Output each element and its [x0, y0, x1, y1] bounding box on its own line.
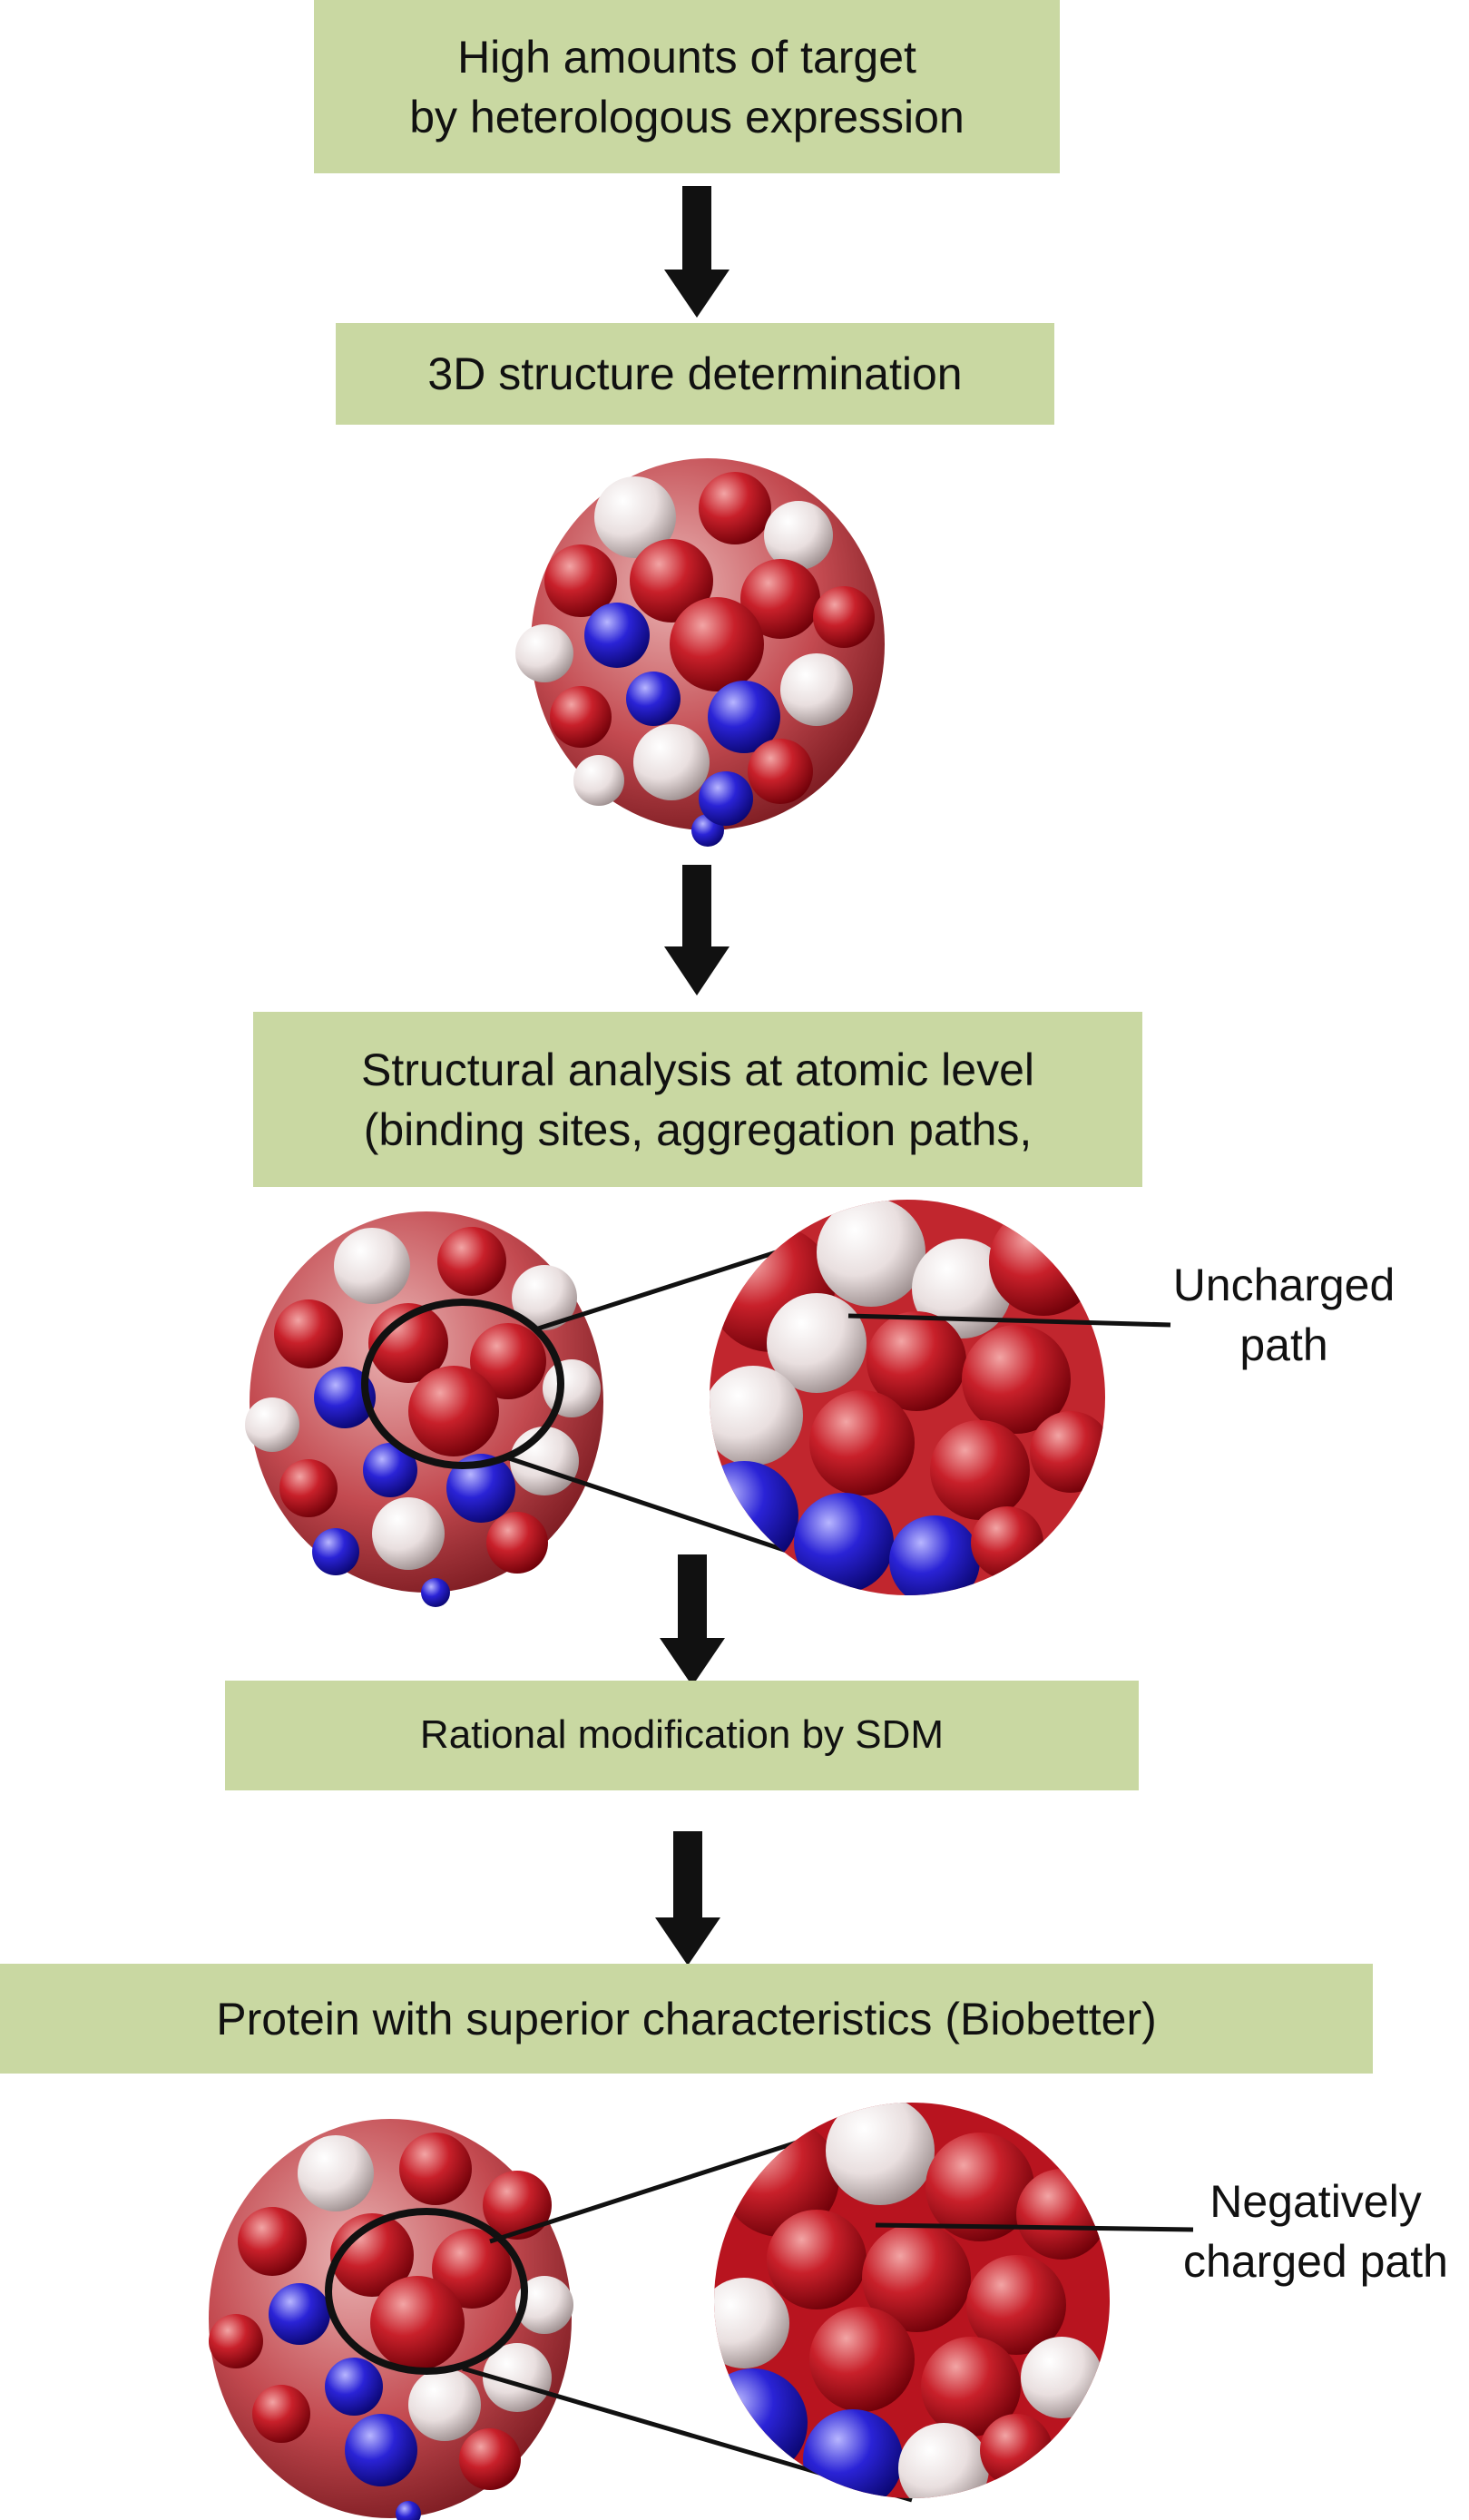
protein-surface-2 — [245, 1211, 603, 1607]
protein-surface-1 — [515, 458, 885, 847]
step-modification-label: Rational modification by SDM — [419, 1712, 945, 1758]
arrow-1 — [664, 186, 730, 318]
step-analysis-box: Structural analysis at atomic level (bin… — [253, 1012, 1142, 1187]
annotation-uncharged-line1: Uncharged — [1172, 1260, 1396, 1310]
pointer-negative — [875, 2222, 1194, 2232]
arrow-4 — [655, 1831, 720, 1966]
step-biobetter-label: Protein with superior characteristics (B… — [216, 1993, 1157, 2044]
step-analysis-line2: (binding sites, aggregation paths, — [363, 1103, 1033, 1155]
step-modification-box: Rational modification by SDM — [225, 1681, 1139, 1790]
annotation-negative-line2: charged path — [1183, 2236, 1448, 2287]
step-expression-line2: by heterologous expression — [409, 91, 965, 142]
step-structure-box: 3D structure determination — [336, 323, 1054, 425]
step-expression-box: High amounts of target by heterologous e… — [314, 0, 1060, 173]
pointer-uncharged — [847, 1313, 1171, 1328]
annotation-uncharged: Uncharged path — [1152, 1255, 1415, 1375]
step-biobetter-box: Protein with superior characteristics (B… — [0, 1964, 1373, 2074]
arrow-2 — [664, 865, 730, 995]
annotation-uncharged-line2: path — [1239, 1319, 1328, 1370]
arrow-3 — [660, 1554, 725, 1686]
annotation-negative: Negatively charged path — [1170, 2172, 1461, 2291]
zoom-view-negative — [714, 2103, 1110, 2498]
protein-surface-3 — [209, 2119, 573, 2520]
step-analysis-line1: Structural analysis at atomic level — [361, 1044, 1034, 1095]
zoom-view-uncharged — [710, 1200, 1105, 1595]
step-structure-label: 3D structure determination — [427, 348, 963, 399]
step-expression-line1: High amounts of target — [457, 31, 916, 83]
annotation-negative-line1: Negatively — [1209, 2176, 1422, 2227]
